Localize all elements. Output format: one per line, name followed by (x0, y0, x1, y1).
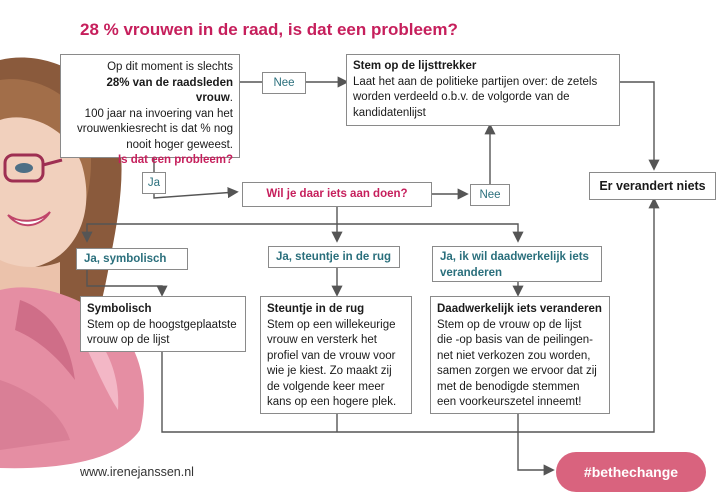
daadwerkelijk-line-6: een voorkeurszetel inneemt! (437, 396, 582, 408)
intro-highlight: 28% van de raadsleden vrouw (106, 76, 233, 105)
footer-website[interactable]: www.irenejanssen.nl (80, 465, 194, 479)
lijsttrekker-box: Stem op de lijsttrekker Laat het aan de … (346, 54, 620, 126)
outcome-no-change: Er verandert niets (589, 172, 716, 200)
hashtag-badge: #bethechange (556, 452, 706, 492)
intro-line-2-end: . (229, 92, 233, 104)
daadwerkelijk-title: Daadwerkelijk iets veranderen (437, 303, 602, 315)
lijsttrekker-line-1: Laat het aan de politieke partijen over:… (353, 75, 598, 88)
intro-line-4: vrouwenkiesrecht is dat % nog (77, 123, 233, 135)
steuntje-box: Steuntje in de rug Stem op een willekeur… (260, 296, 412, 414)
steuntje-line-3: profiel van de vrouw voor (267, 349, 396, 362)
option-daadwerkelijk-line-1: Ja, ik wil daadwerkelijk iets (440, 251, 589, 263)
intro-line-2: 28% van de raadsleden vrouw. (67, 76, 233, 107)
lijsttrekker-line-2: worden verdeeld o.b.v. de volgorde van d… (353, 91, 570, 103)
intro-line-1: Op dit moment is slechts (107, 61, 233, 73)
daadwerkelijk-box: Daadwerkelijk iets veranderen Stem op de… (430, 296, 610, 414)
steuntje-title: Steuntje in de rug (267, 303, 365, 315)
option-steuntje: Ja, steuntje in de rug (268, 246, 400, 268)
steuntje-line-4: wie je kiest. Zo maakt zij (267, 365, 392, 377)
label-nee-mid: Nee (470, 184, 510, 206)
steuntje-line-2: vrouw en versterk het (267, 334, 377, 346)
symbolisch-title: Symbolisch (87, 303, 152, 315)
lijsttrekker-line-3: kandidatenlijst (353, 106, 426, 119)
daadwerkelijk-line-5: met de benodigde stemmen (437, 380, 580, 393)
intro-question: Is dat een probleem? (117, 154, 233, 166)
intro-line-3: 100 jaar na invoering van het (84, 107, 233, 120)
label-ja: Ja (142, 172, 166, 194)
page-title: 28 % vrouwen in de raad, is dat een prob… (80, 20, 458, 39)
lijsttrekker-title: Stem op de lijsttrekker (353, 60, 477, 72)
daadwerkelijk-line-3: net niet verkozen zou worden, (437, 349, 591, 362)
intro-box: Op dit moment is slechts 28% van de raad… (60, 54, 240, 166)
steuntje-line-6: kans op een hogere plek. (267, 396, 397, 408)
symbolisch-line-1: Stem op de hoogstgeplaatste (87, 318, 237, 331)
steuntje-line-1: Stem op een willekeurige (267, 318, 396, 331)
option-daadwerkelijk-line-2: veranderen (440, 267, 503, 279)
option-daadwerkelijk: Ja, ik wil daadwerkelijk iets veranderen (432, 246, 602, 282)
intro-line-5: nooit hoger geweest. (126, 138, 233, 151)
daadwerkelijk-line-1: Stem op de vrouw op de lijst (437, 318, 582, 331)
option-symbolisch: Ja, symbolisch (76, 248, 188, 270)
question-action-box: Wil je daar iets aan doen? (242, 182, 432, 207)
symbolisch-line-2: vrouw op de lijst (87, 334, 170, 346)
label-nee-top: Nee (262, 72, 306, 94)
daadwerkelijk-line-4: samen zorgen we ervoor dat zij (437, 365, 597, 377)
symbolisch-box: Symbolisch Stem op de hoogstgeplaatste v… (80, 296, 246, 352)
steuntje-line-5: de volgende keer meer (267, 380, 385, 393)
daadwerkelijk-line-2: die -op basis van de peilingen- (437, 334, 593, 346)
